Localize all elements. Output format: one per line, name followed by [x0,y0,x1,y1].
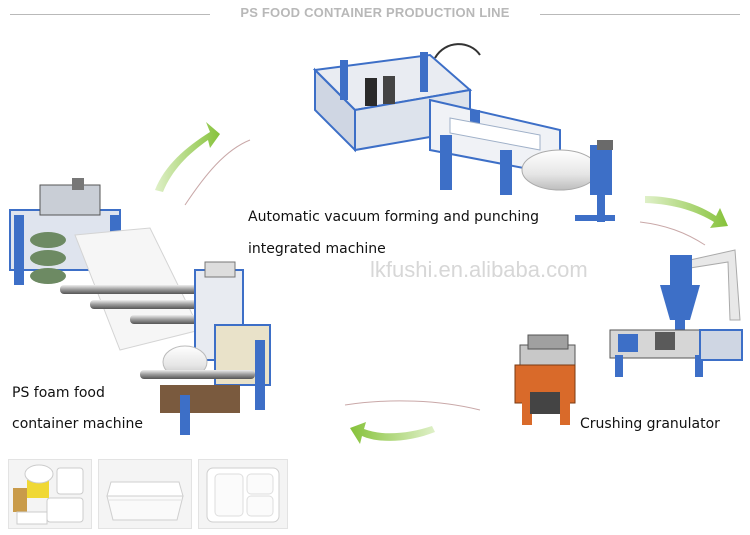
cycle-arrow-icon [155,122,251,206]
product-photo-assorted-containers [8,459,92,529]
cycle-arrow-icon [639,196,728,246]
vacuum-machine-label-line2: integrated machine [248,241,386,257]
cycle-arrow-icon [344,400,481,444]
header-rule-left [10,14,210,15]
product-photo-clamshell-box [98,459,192,529]
crushing-granulator [514,249,743,425]
product-photo-compartment-tray [198,459,288,529]
header-bar: PS FOOD CONTAINER PRODUCTION LINE [0,0,750,28]
header-rule-right [540,14,740,15]
foam-machine-label-line2: container machine [12,416,143,432]
foam-machine-label-line1: PS foam food [12,385,105,401]
vacuum-forming-machine [312,43,615,222]
watermark: lkfushi.en.alibaba.com [370,257,588,282]
crusher-label: Crushing granulator [580,416,720,432]
ps-foam-extrusion-line [9,178,271,435]
vacuum-machine-label-line1: Automatic vacuum forming and punching [248,209,540,225]
page-title: PS FOOD CONTAINER PRODUCTION LINE [240,5,510,20]
